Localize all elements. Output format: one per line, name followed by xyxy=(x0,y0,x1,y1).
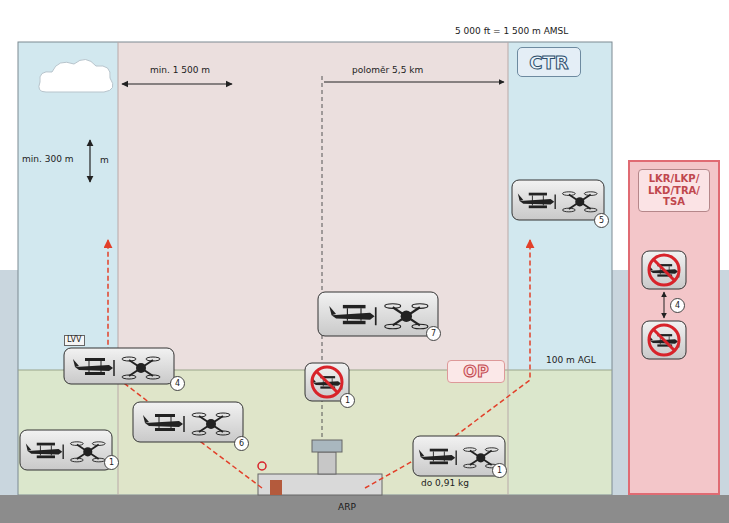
restricted-area: LKR/LKP/ LKD/TRA/ TSA xyxy=(628,160,720,495)
callout-number: 6 xyxy=(234,436,249,451)
cloud-distance: min. 300 m xyxy=(22,155,74,165)
callout-number: 1 xyxy=(104,455,119,470)
zone-box: CTR xyxy=(517,47,581,77)
area-heading: LKR/LKP/ LKD/TRA/ TSA xyxy=(638,169,710,212)
weight-label: do 0,91 kg xyxy=(421,479,469,489)
callout-number: 4 xyxy=(670,298,685,313)
height-label: 100 m AGL xyxy=(546,356,596,366)
zone-label: LVV xyxy=(64,335,85,346)
callout-number: 4 xyxy=(170,376,185,391)
callout-number: 7 xyxy=(426,326,441,341)
unit-label: m xyxy=(100,156,109,166)
zone-label: CTR xyxy=(529,52,568,73)
altitude-limit: 5 000 ft = 1 500 m AMSL xyxy=(455,27,568,37)
zone-box: OP xyxy=(447,360,505,383)
radius-label: poloměr 5,5 km xyxy=(352,66,423,76)
zone-label: OP xyxy=(463,362,488,381)
callout-number: 1 xyxy=(492,463,507,478)
callout-number: 1 xyxy=(340,393,355,408)
cloud-distance: min. 1 500 m xyxy=(150,66,210,76)
callout-number: 5 xyxy=(594,213,609,228)
ground-label: ARP xyxy=(338,503,356,513)
